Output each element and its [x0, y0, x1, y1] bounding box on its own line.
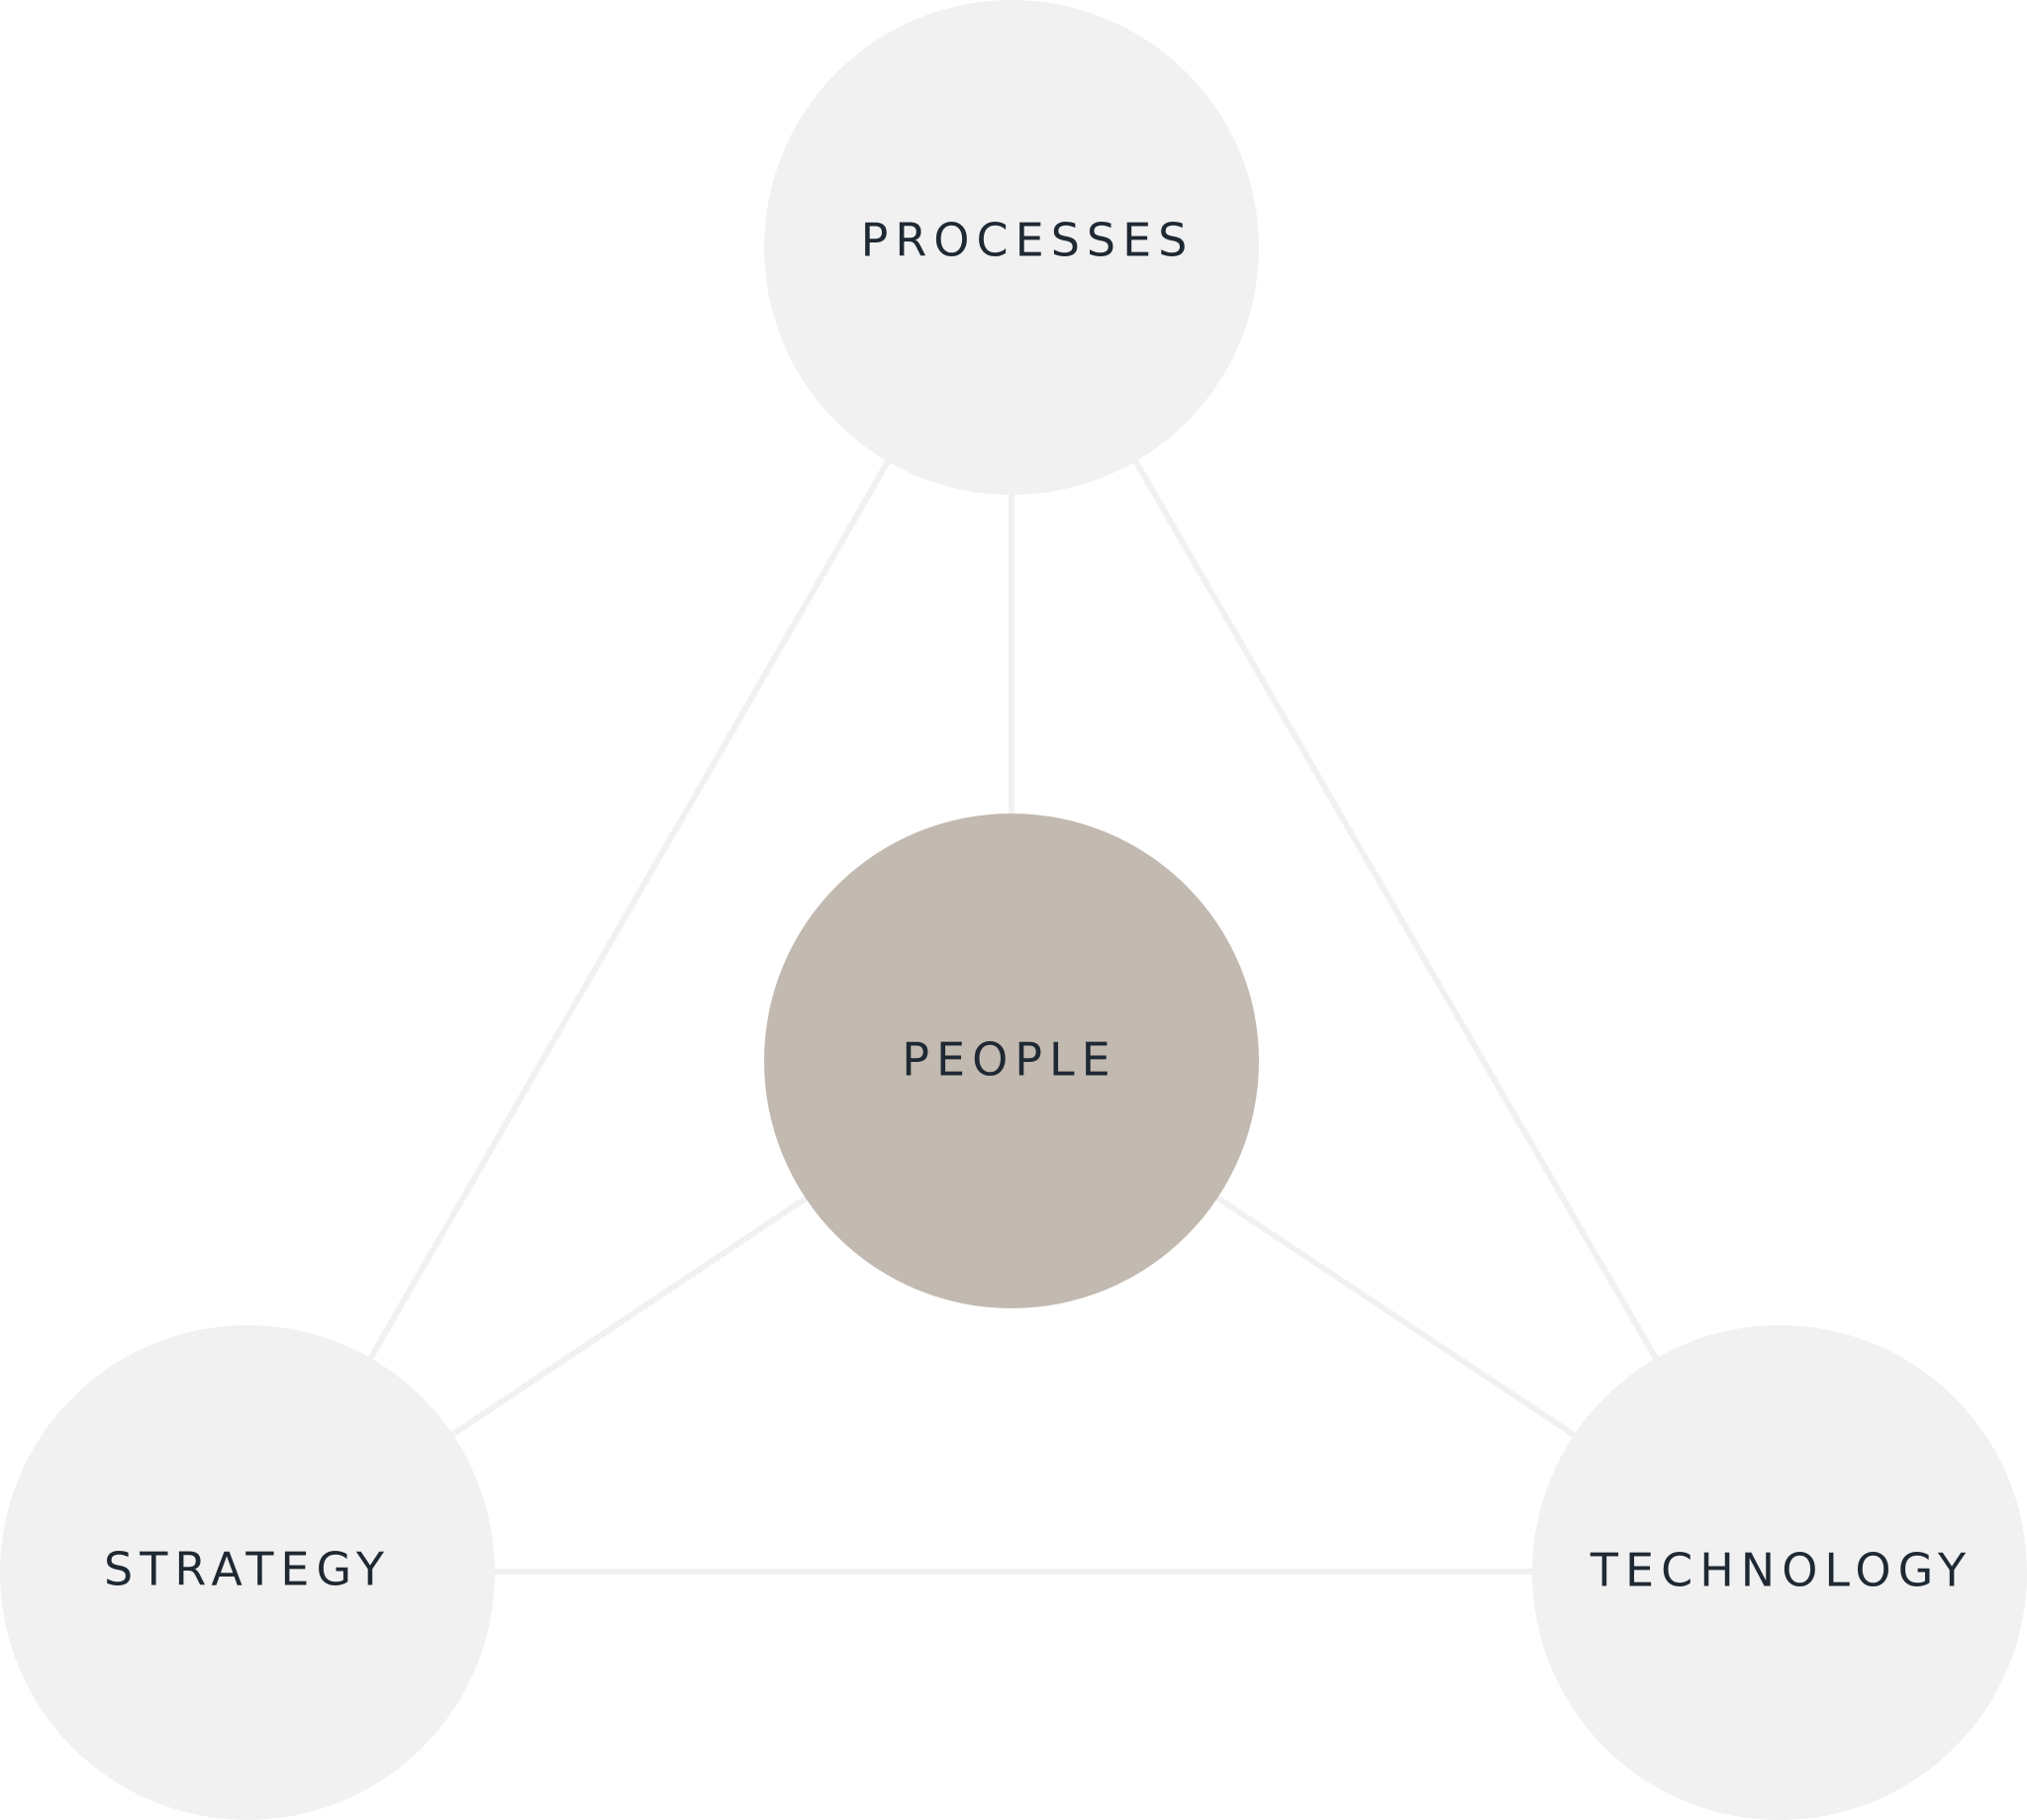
- connector-processes-strategy: [244, 245, 1014, 1574]
- node-people: PEOPLE: [764, 814, 1259, 1308]
- node-people-label: PEOPLE: [902, 1033, 1116, 1087]
- node-technology-label: TECHNOLOGY: [1590, 1544, 1973, 1597]
- node-processes-label: PROCESSES: [861, 214, 1195, 267]
- node-strategy-label: STRATEGY: [104, 1543, 391, 1596]
- node-technology: TECHNOLOGY: [1532, 1325, 2027, 1820]
- connector-processes-technology: [1009, 245, 1783, 1574]
- node-processes-circle: [764, 0, 1259, 495]
- node-strategy-circle: [0, 1325, 495, 1820]
- node-processes: PROCESSES: [764, 0, 1259, 495]
- node-technology-circle: [1532, 1325, 2027, 1820]
- node-strategy: STRATEGY: [0, 1325, 495, 1820]
- node-people-circle: [764, 814, 1259, 1308]
